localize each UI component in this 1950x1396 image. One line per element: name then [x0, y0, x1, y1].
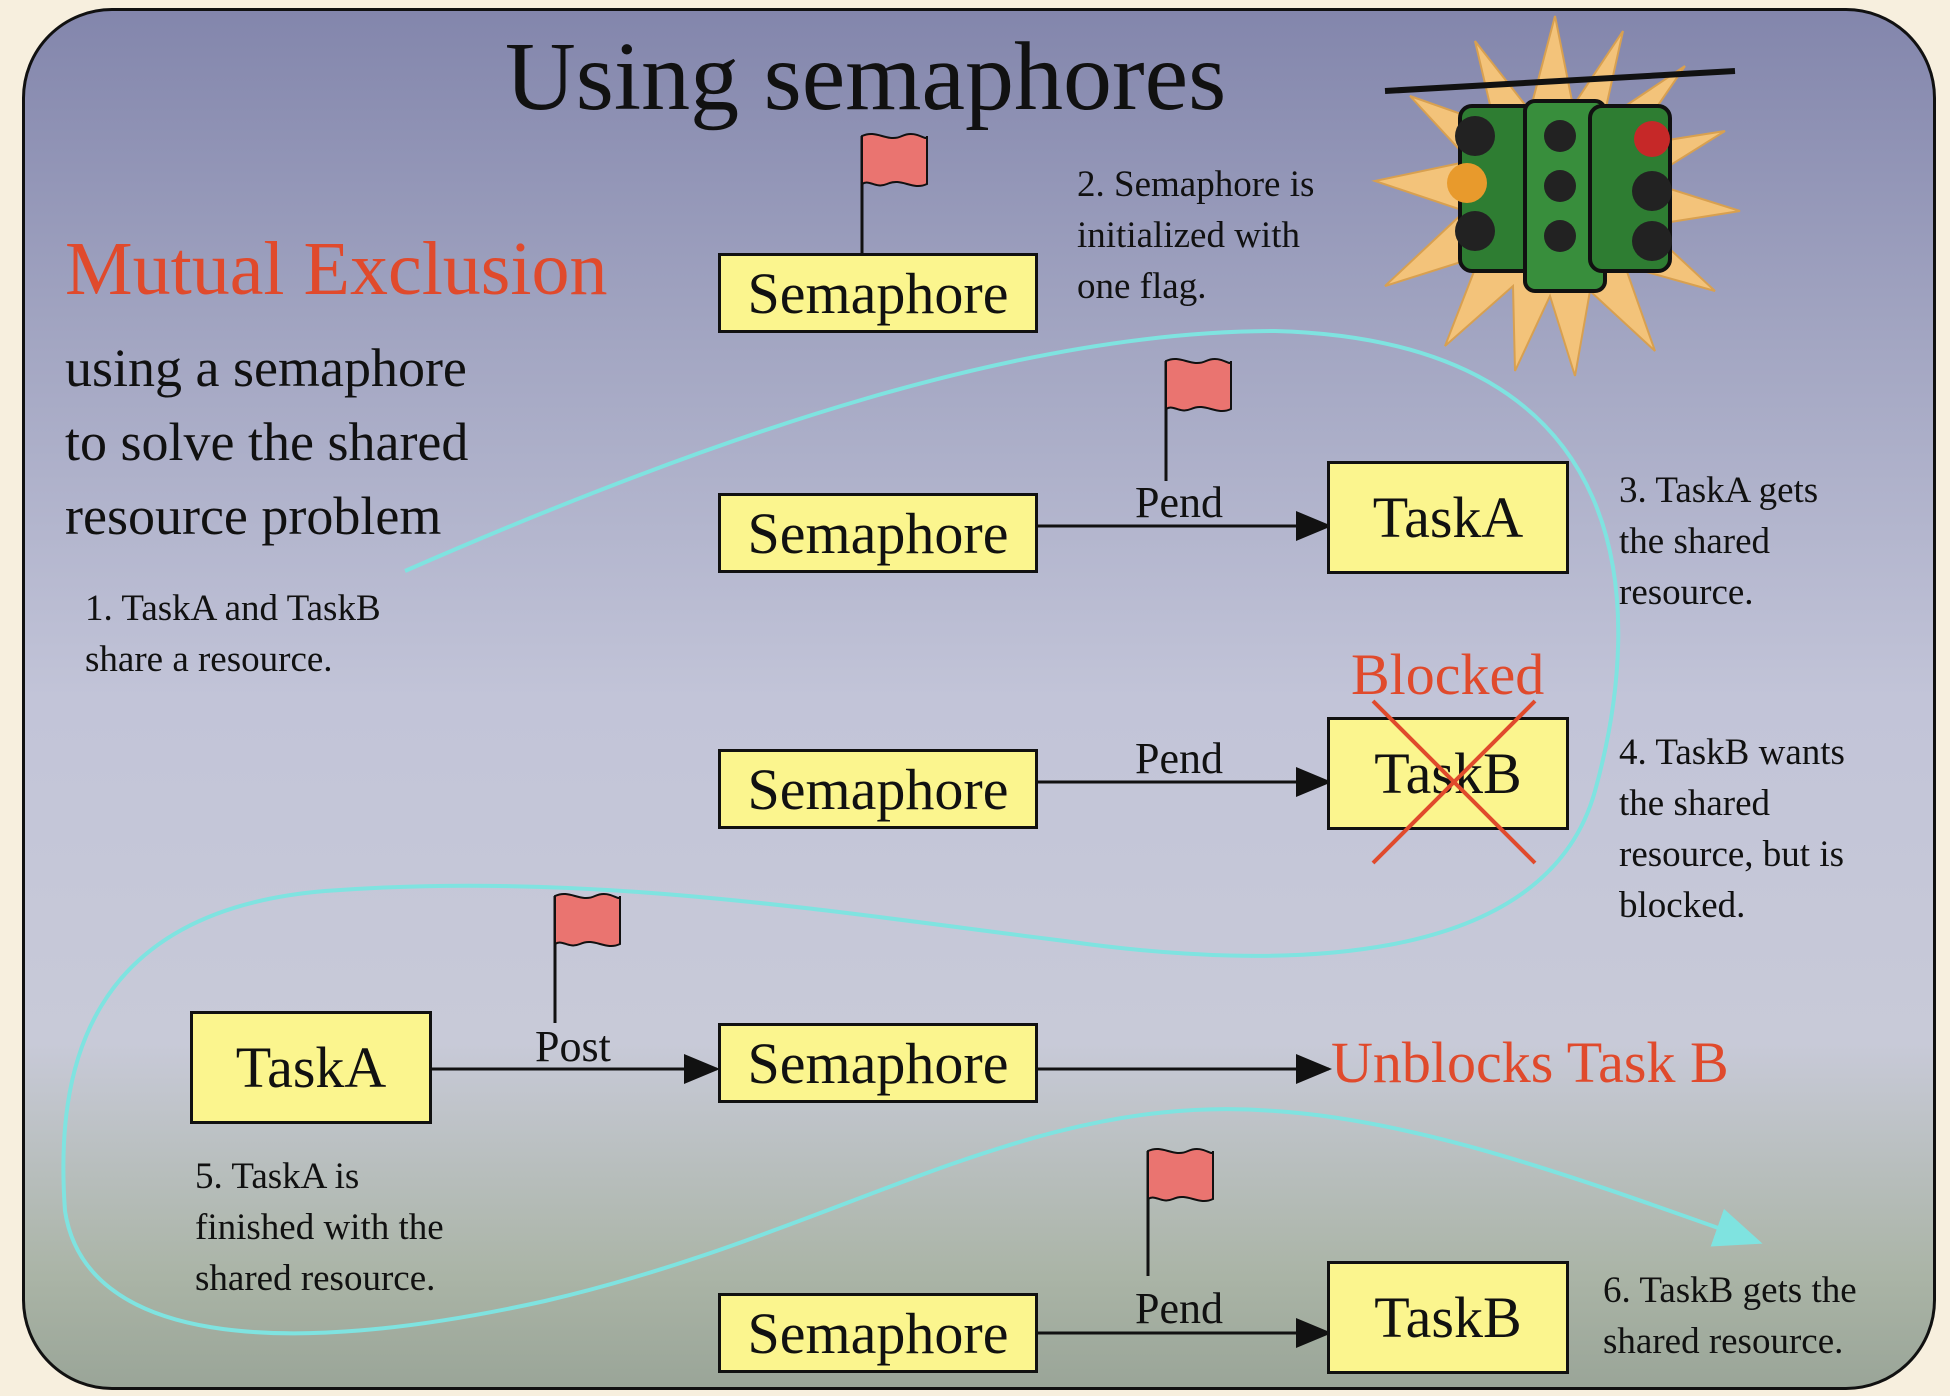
- note-step-1: 1. TaskA and TaskB share a resource.: [85, 583, 381, 685]
- note-line: shared resource.: [195, 1258, 436, 1299]
- taska-box: TaskA: [190, 1011, 432, 1124]
- blocked-label: Blocked: [1351, 642, 1545, 707]
- note-line: 1. TaskA and TaskB: [85, 588, 381, 629]
- note-line: the shared: [1619, 521, 1771, 562]
- note-line: resource, but is: [1619, 834, 1845, 875]
- note-line: share a resource.: [85, 639, 333, 680]
- note-line: 5. TaskA is: [195, 1156, 360, 1197]
- note-line: shared resource.: [1603, 1321, 1844, 1362]
- heading-subtitle: using a semaphore to solve the shared re…: [65, 331, 468, 553]
- connectors: [430, 133, 1332, 1348]
- flag-icon: [1164, 358, 1232, 481]
- flag-icon: [1146, 1148, 1214, 1276]
- semaphore-box: Semaphore: [718, 253, 1038, 333]
- semaphore-box: Semaphore: [718, 1023, 1038, 1103]
- note-step-4: 4. TaskB wants the shared resource, but …: [1619, 727, 1845, 931]
- semaphore-box: Semaphore: [718, 1293, 1038, 1373]
- flag-icon: [553, 893, 621, 1023]
- note-line: 4. TaskB wants: [1619, 732, 1845, 773]
- flow-curve: [61, 328, 1763, 1336]
- note-line: 6. TaskB gets the: [1603, 1270, 1857, 1311]
- note-line: resource.: [1619, 572, 1754, 613]
- taskb-box: TaskB: [1327, 1261, 1569, 1374]
- note-line: the shared: [1619, 783, 1771, 824]
- pend-label: Pend: [1135, 734, 1223, 783]
- pend-label: Pend: [1135, 478, 1223, 527]
- note-line: 2. Semaphore is: [1077, 164, 1315, 205]
- taska-box: TaskA: [1327, 461, 1569, 574]
- note-line: initialized with: [1077, 215, 1300, 256]
- mutual-exclusion-heading: Mutual Exclusion: [65, 227, 608, 311]
- note-line: finished with the: [195, 1207, 444, 1248]
- flag-icon: [860, 133, 928, 253]
- unblocks-label: Unblocks Task B: [1331, 1030, 1729, 1095]
- blocked-cross-icon: [1371, 699, 1537, 865]
- subtitle-line: resource problem: [65, 486, 442, 546]
- note-step-2: 2. Semaphore is initialized with one fla…: [1077, 159, 1314, 312]
- note-step-6: 6. TaskB gets the shared resource.: [1603, 1265, 1857, 1367]
- note-line: one flag.: [1077, 266, 1207, 307]
- semaphore-box: Semaphore: [718, 493, 1038, 573]
- subtitle-line: to solve the shared: [65, 412, 469, 472]
- slide-title: Using semaphores: [505, 23, 1227, 131]
- slide: Using semaphores Mutual Exclusion using …: [22, 8, 1936, 1390]
- flow-path: [61, 328, 1763, 1336]
- note-step-3: 3. TaskA gets the shared resource.: [1619, 465, 1818, 618]
- note-step-5: 5. TaskA is finished with the shared res…: [195, 1151, 444, 1304]
- post-label: Post: [535, 1022, 611, 1071]
- note-line: 3. TaskA gets: [1619, 470, 1819, 511]
- traffic-light-icon: [1371, 15, 1741, 377]
- pend-label: Pend: [1135, 1284, 1223, 1333]
- semaphore-box: Semaphore: [718, 749, 1038, 829]
- note-line: blocked.: [1619, 885, 1746, 926]
- subtitle-line: using a semaphore: [65, 338, 467, 398]
